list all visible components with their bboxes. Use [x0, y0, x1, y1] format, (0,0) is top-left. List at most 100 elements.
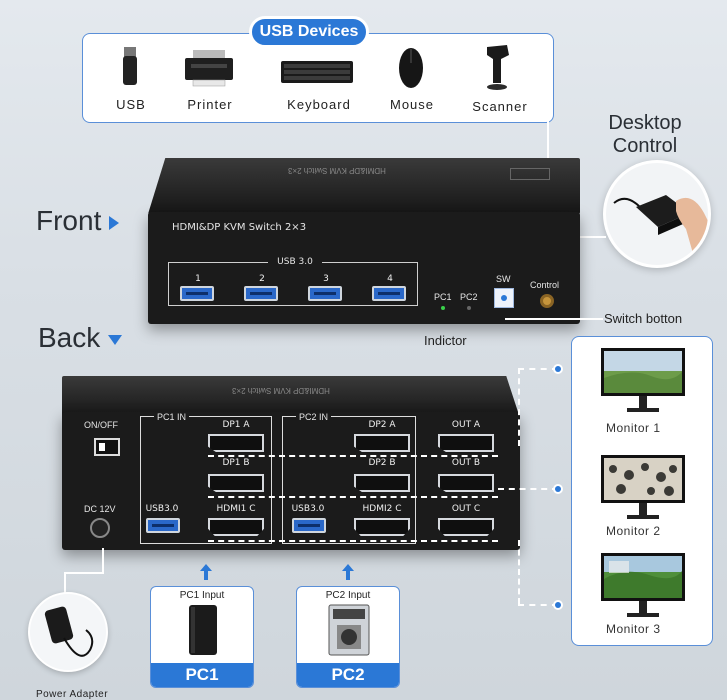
- pc2-input-label: PC2 Input: [325, 590, 371, 601]
- outa-label: OUT A: [451, 420, 481, 430]
- hdmi1c-port[interactable]: [208, 518, 264, 536]
- dc-label: DC 12V: [84, 504, 116, 514]
- hdmi2c-label: HDMI2 C: [362, 504, 402, 514]
- dp2a-label: DP2 A: [368, 420, 396, 430]
- mouse-label: Mouse: [389, 97, 435, 112]
- front-usb-port-2[interactable]: [244, 286, 278, 301]
- usb-stick-icon: [120, 45, 140, 87]
- pc1-arrow-icon: [200, 564, 212, 580]
- front-port-2-label: 2: [259, 274, 265, 284]
- front-port-3-label: 3: [323, 274, 329, 284]
- pc2-arrow-icon: [342, 564, 354, 580]
- outb-label: OUT B: [451, 458, 481, 468]
- pc2-in-label: PC2 IN: [296, 412, 332, 422]
- front-usb-port-3[interactable]: [308, 286, 342, 301]
- pc1-input-label: PC1 Input: [179, 590, 225, 601]
- desktop-control-line1: Desktop: [608, 112, 682, 134]
- front-model-text: HDMI&DP KVM Switch 2×3: [172, 222, 307, 233]
- dc-jack[interactable]: [90, 518, 110, 538]
- power-adapter-icon: [44, 606, 94, 657]
- pc1-in-group: [140, 416, 272, 544]
- outa-port[interactable]: [438, 434, 494, 452]
- pc1-usb-port[interactable]: [146, 518, 180, 533]
- front-pc1-led: [441, 306, 445, 310]
- keyboard-icon: [281, 61, 353, 83]
- front-switch-button[interactable]: [494, 288, 514, 308]
- printer-icon: [183, 50, 235, 88]
- out-line-v3: [518, 540, 520, 604]
- monitor-3-icon: [601, 553, 685, 619]
- pc1-card: PC1 Input PC1: [150, 586, 254, 688]
- front-port-1-label: 1: [195, 274, 201, 284]
- usb3-1-label: USB3.0: [145, 504, 179, 514]
- out-dot-2: [553, 484, 563, 494]
- back-device-top: HDMI&DP KVM Switch 2×3: [62, 376, 520, 418]
- dp1a-label: DP1 A: [222, 420, 250, 430]
- out-line-h1: [518, 368, 558, 370]
- front-sw-label: SW: [496, 274, 511, 284]
- dp2a-port[interactable]: [354, 434, 410, 452]
- switch-button-line: [505, 318, 603, 320]
- front-port-4-label: 4: [387, 274, 393, 284]
- dp1b-port[interactable]: [208, 474, 264, 492]
- scanner-icon: [483, 43, 513, 91]
- switch-button-dot: [501, 295, 507, 301]
- dp2b-label: DP2 B: [368, 458, 396, 468]
- front-usb-port-1[interactable]: [180, 286, 214, 301]
- pc2-tower-icon: [328, 604, 370, 656]
- front-control-jack[interactable]: [540, 294, 554, 308]
- keyboard-label: Keyboard: [287, 97, 351, 112]
- monitor-1-label: Monitor 1: [606, 421, 661, 435]
- power-switch[interactable]: [94, 438, 120, 456]
- outb-port[interactable]: [438, 474, 494, 492]
- front-arrow-icon: [109, 215, 120, 230]
- monitor-2-label: Monitor 2: [606, 524, 661, 538]
- front-device-top: HDMI&DP KVM Switch 2×3: [148, 158, 580, 214]
- front-usb-bracket-top-r: [322, 262, 418, 263]
- pc2-card: PC2 Input PC2: [296, 586, 400, 688]
- front-usb-port-4[interactable]: [372, 286, 406, 301]
- hdmi2c-port[interactable]: [354, 518, 410, 536]
- front-top-logo: [510, 168, 550, 180]
- usb-devices-title: USB Devices: [249, 16, 369, 48]
- pc1-in-label: PC1 IN: [154, 412, 190, 422]
- back-arrow-icon: [108, 334, 123, 345]
- guide-line-a: [208, 455, 498, 457]
- monitor-3-label: Monitor 3: [606, 622, 661, 636]
- power-line-v: [64, 572, 66, 594]
- out-line-h3: [518, 604, 558, 606]
- mouse-icon: [398, 47, 424, 89]
- printer-label: Printer: [187, 97, 233, 112]
- front-pc1-led-label: PC1: [434, 292, 452, 302]
- power-adapter-circle: [28, 592, 108, 672]
- pc2-usb-port[interactable]: [292, 518, 326, 533]
- on-off-label: ON/OFF: [84, 420, 118, 430]
- usb-connector-line: [547, 80, 549, 210]
- dp2b-port[interactable]: [354, 474, 410, 492]
- desktop-control-circle: [603, 160, 711, 268]
- front-pc2-led-label: PC2: [460, 292, 478, 302]
- front-control-label: Control: [530, 280, 560, 290]
- desktop-switch-icon: [613, 195, 708, 265]
- pc1-name: PC1: [151, 663, 253, 687]
- back-label: Back: [38, 322, 123, 354]
- desktop-control-line2: Control: [612, 135, 678, 157]
- outc-port[interactable]: [438, 518, 494, 536]
- monitor-1-icon: [601, 348, 685, 414]
- front-usb-group-label: USB 3.0: [277, 257, 313, 267]
- pc1-tower-icon: [189, 605, 217, 655]
- guide-line-c: [208, 540, 498, 542]
- usb-label: USB: [116, 97, 146, 112]
- front-device-face: HDMI&DP KVM Switch 2×3 USB 3.0 1 2 3 4 P…: [148, 212, 580, 324]
- dp1a-port[interactable]: [208, 434, 264, 452]
- monitor-2-icon: [601, 455, 685, 521]
- back-top-print: HDMI&DP KVM Switch 2×3: [232, 386, 330, 395]
- front-usb-bracket-top-l: [168, 262, 268, 263]
- out-dot-1: [553, 364, 563, 374]
- desktop-control-line: [556, 236, 606, 238]
- power-switch-rocker: [99, 443, 105, 451]
- scanner-label: Scanner: [472, 99, 528, 114]
- dp1b-label: DP1 B: [222, 458, 250, 468]
- power-adapter-label: Power Adapter: [35, 689, 109, 700]
- pc2-name: PC2: [297, 663, 399, 687]
